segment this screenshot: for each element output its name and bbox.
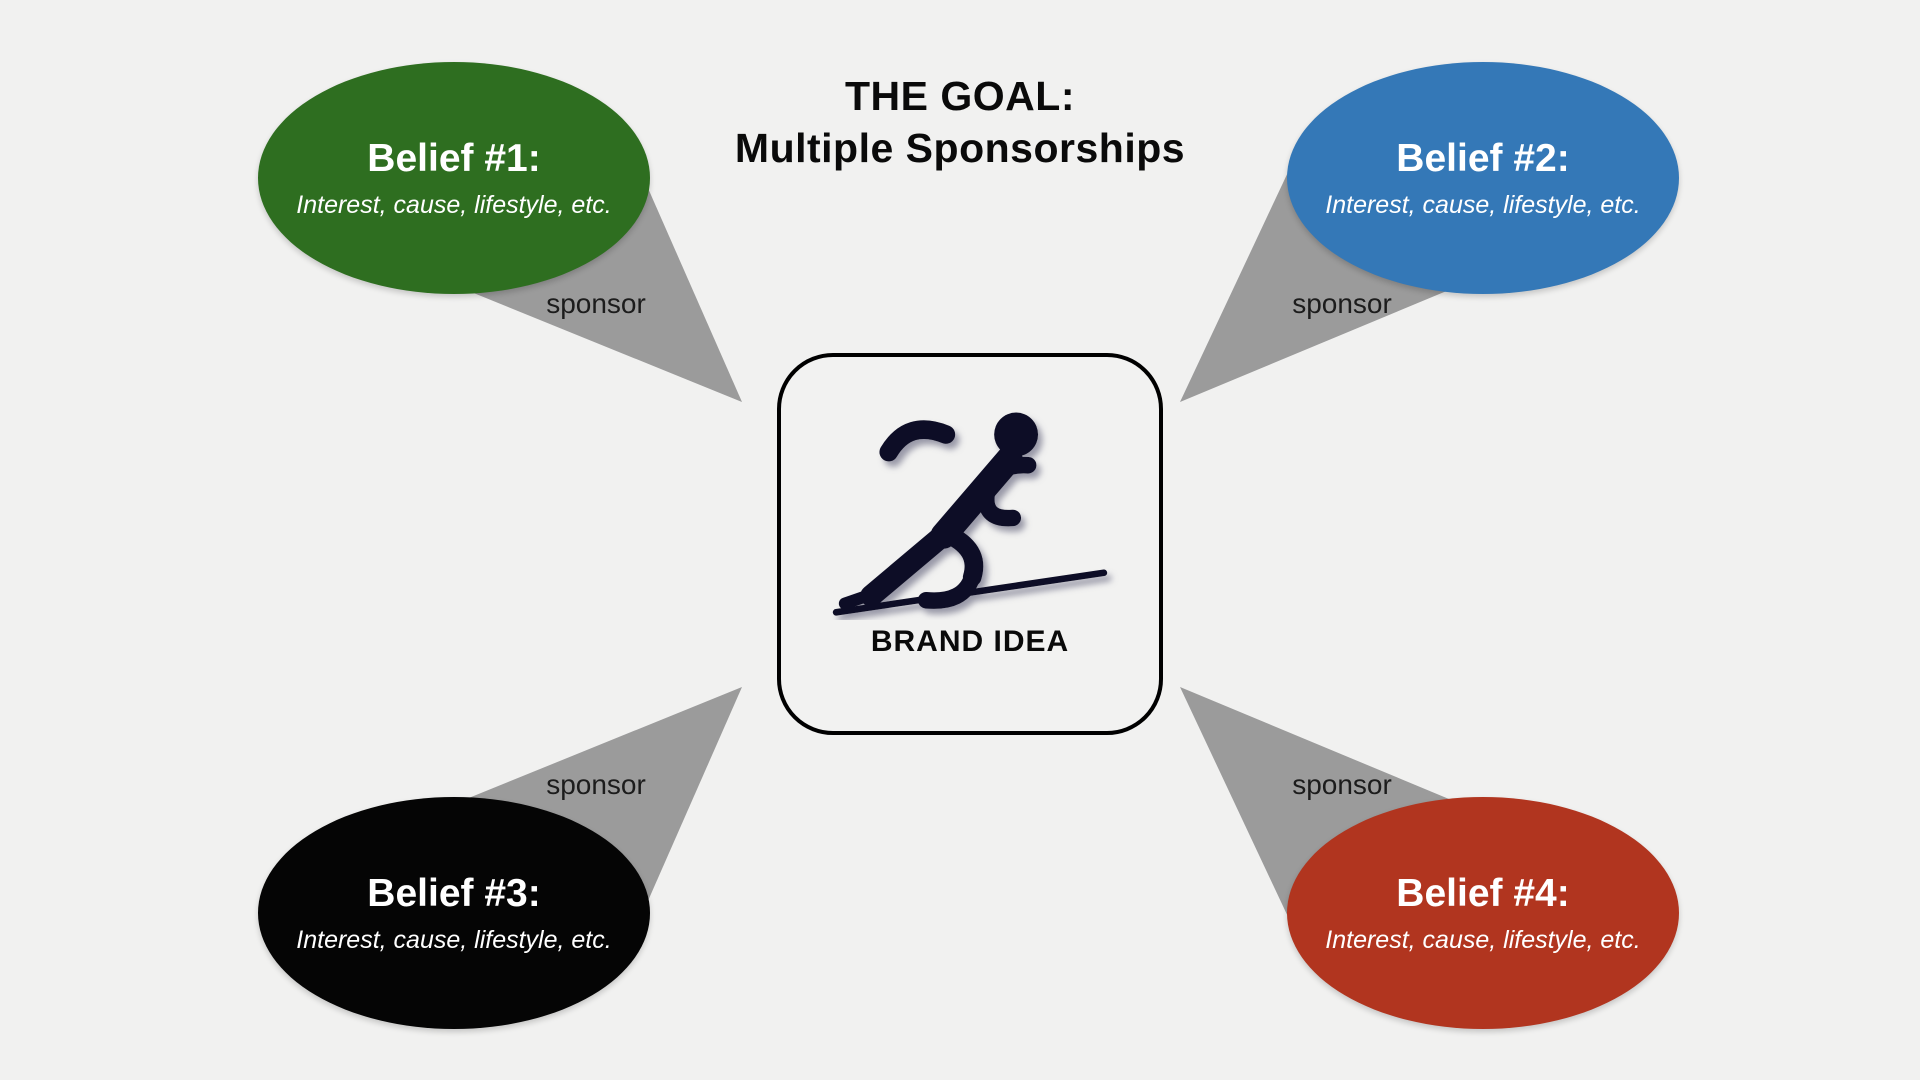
belief-bubble-1: Belief #1: Interest, cause, lifestyle, e… — [258, 62, 650, 294]
page-title-line2: Multiple Sponsorships — [734, 125, 1186, 171]
belief-2-subtext: Interest, cause, lifestyle, etc. — [1325, 190, 1641, 219]
page-title: THE GOAL: Multiple Sponsorships — [0, 70, 1920, 174]
sponsor-label-top-left: sponsor — [546, 288, 646, 319]
belief-1-heading: Belief #1: — [367, 136, 541, 180]
belief-1-subtext: Interest, cause, lifestyle, etc. — [296, 190, 612, 219]
belief-4-heading: Belief #4: — [1396, 871, 1570, 915]
runner-icon-svg — [832, 412, 1108, 616]
belief-3-heading: Belief #3: — [367, 871, 541, 915]
runner-icon — [815, 393, 1125, 621]
belief-3-subtext: Interest, cause, lifestyle, etc. — [296, 925, 612, 954]
sponsor-label-bottom-left: sponsor — [546, 769, 646, 800]
belief-bubble-3: Belief #3: Interest, cause, lifestyle, e… — [258, 797, 650, 1029]
belief-bubble-4: Belief #4: Interest, cause, lifestyle, e… — [1287, 797, 1679, 1029]
page-title-line1: THE GOAL: — [845, 73, 1075, 119]
brand-idea-box: BRAND IDEA — [777, 353, 1163, 735]
sponsor-label-bottom-right: sponsor — [1292, 769, 1392, 800]
belief-bubble-2: Belief #2: Interest, cause, lifestyle, e… — [1287, 62, 1679, 294]
belief-2-heading: Belief #2: — [1396, 136, 1570, 180]
brand-idea-label: BRAND IDEA — [870, 625, 1070, 658]
belief-4-subtext: Interest, cause, lifestyle, etc. — [1325, 925, 1641, 954]
sponsor-label-top-right: sponsor — [1292, 288, 1392, 319]
